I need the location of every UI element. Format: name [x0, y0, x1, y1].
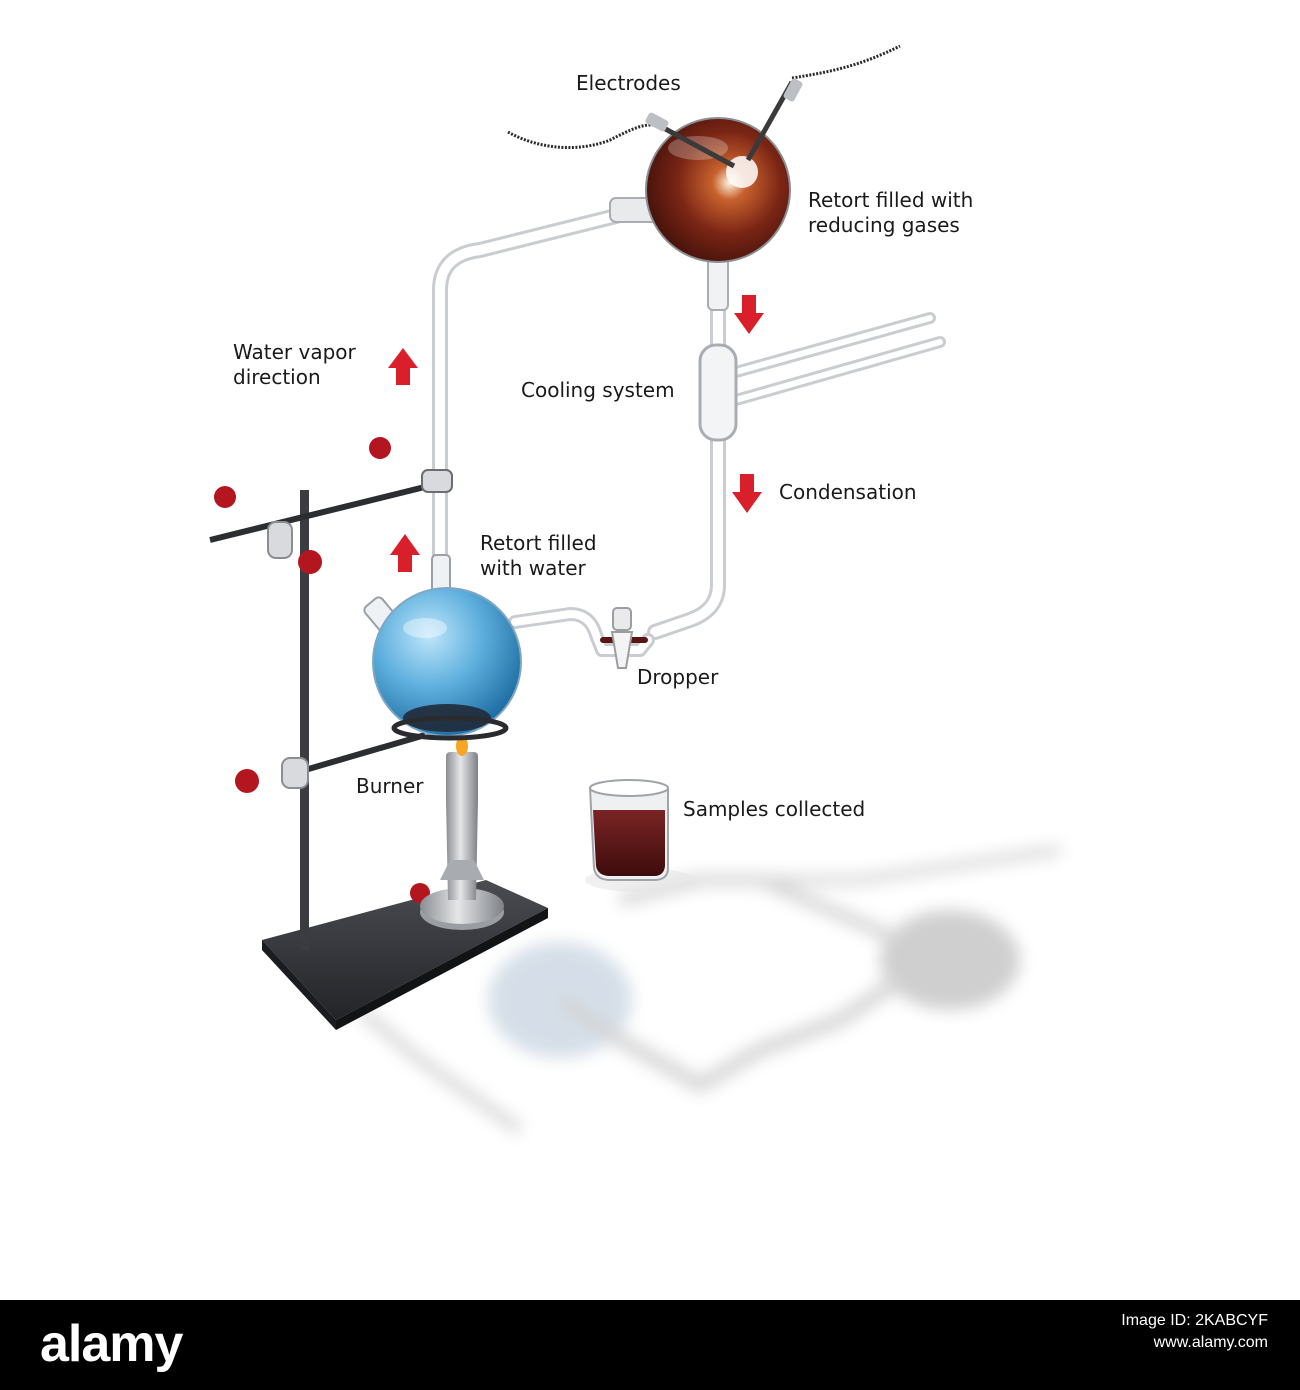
label-line: reducing gases [808, 213, 960, 237]
label-electrodes: Electrodes [576, 71, 681, 95]
cooling-jacket [698, 343, 738, 442]
site-url: www.alamy.com [1153, 1334, 1268, 1351]
sample-beaker [585, 779, 695, 892]
electrode-wire-left [507, 123, 659, 149]
label-line: Water vapor [233, 340, 356, 364]
stand-rod [300, 490, 309, 950]
knob [298, 550, 322, 574]
label-line: with water [480, 556, 586, 580]
knob [214, 486, 236, 508]
miller-urey-apparatus [209, 44, 1061, 1135]
label-line: direction [233, 365, 321, 389]
arrow-down-retort-outlet [734, 295, 764, 334]
bunsen-burner [420, 736, 504, 930]
footer-bar: alamy Image ID: 2KABCYF www.alamy.com [0, 1300, 1300, 1390]
electrode-wire-right [791, 44, 901, 80]
gas-retort [609, 78, 803, 311]
glass-tubing [432, 202, 946, 657]
label-line: Retort filled with [808, 188, 974, 212]
arrow-up-retort [390, 534, 420, 572]
image-id: Image ID: 2KABCYF [1121, 1312, 1268, 1329]
knob [369, 437, 391, 459]
dropper [610, 607, 634, 669]
water-retort [363, 554, 522, 741]
label-cooling-system: Cooling system [521, 378, 675, 402]
arrow-down-condensation [732, 474, 762, 513]
label-line: Retort filled [480, 531, 597, 555]
brand-logo: alamy [40, 1315, 183, 1373]
label-water-vapor-direction: Water vapor direction [233, 340, 356, 390]
label-samples-collected: Samples collected [683, 797, 866, 821]
label-dropper: Dropper [637, 665, 719, 689]
label-retort-water: Retort filled with water [480, 531, 597, 581]
image-reference: Image ID: 2KABCYF www.alamy.com [1121, 1310, 1268, 1354]
label-burner: Burner [356, 774, 424, 798]
knob [235, 769, 259, 793]
direction-arrows [388, 295, 764, 572]
label-condensation: Condensation [779, 480, 917, 504]
arrow-up-water-vapor [388, 348, 418, 385]
label-retort-reducing-gases: Retort filled with reducing gases [808, 188, 973, 238]
